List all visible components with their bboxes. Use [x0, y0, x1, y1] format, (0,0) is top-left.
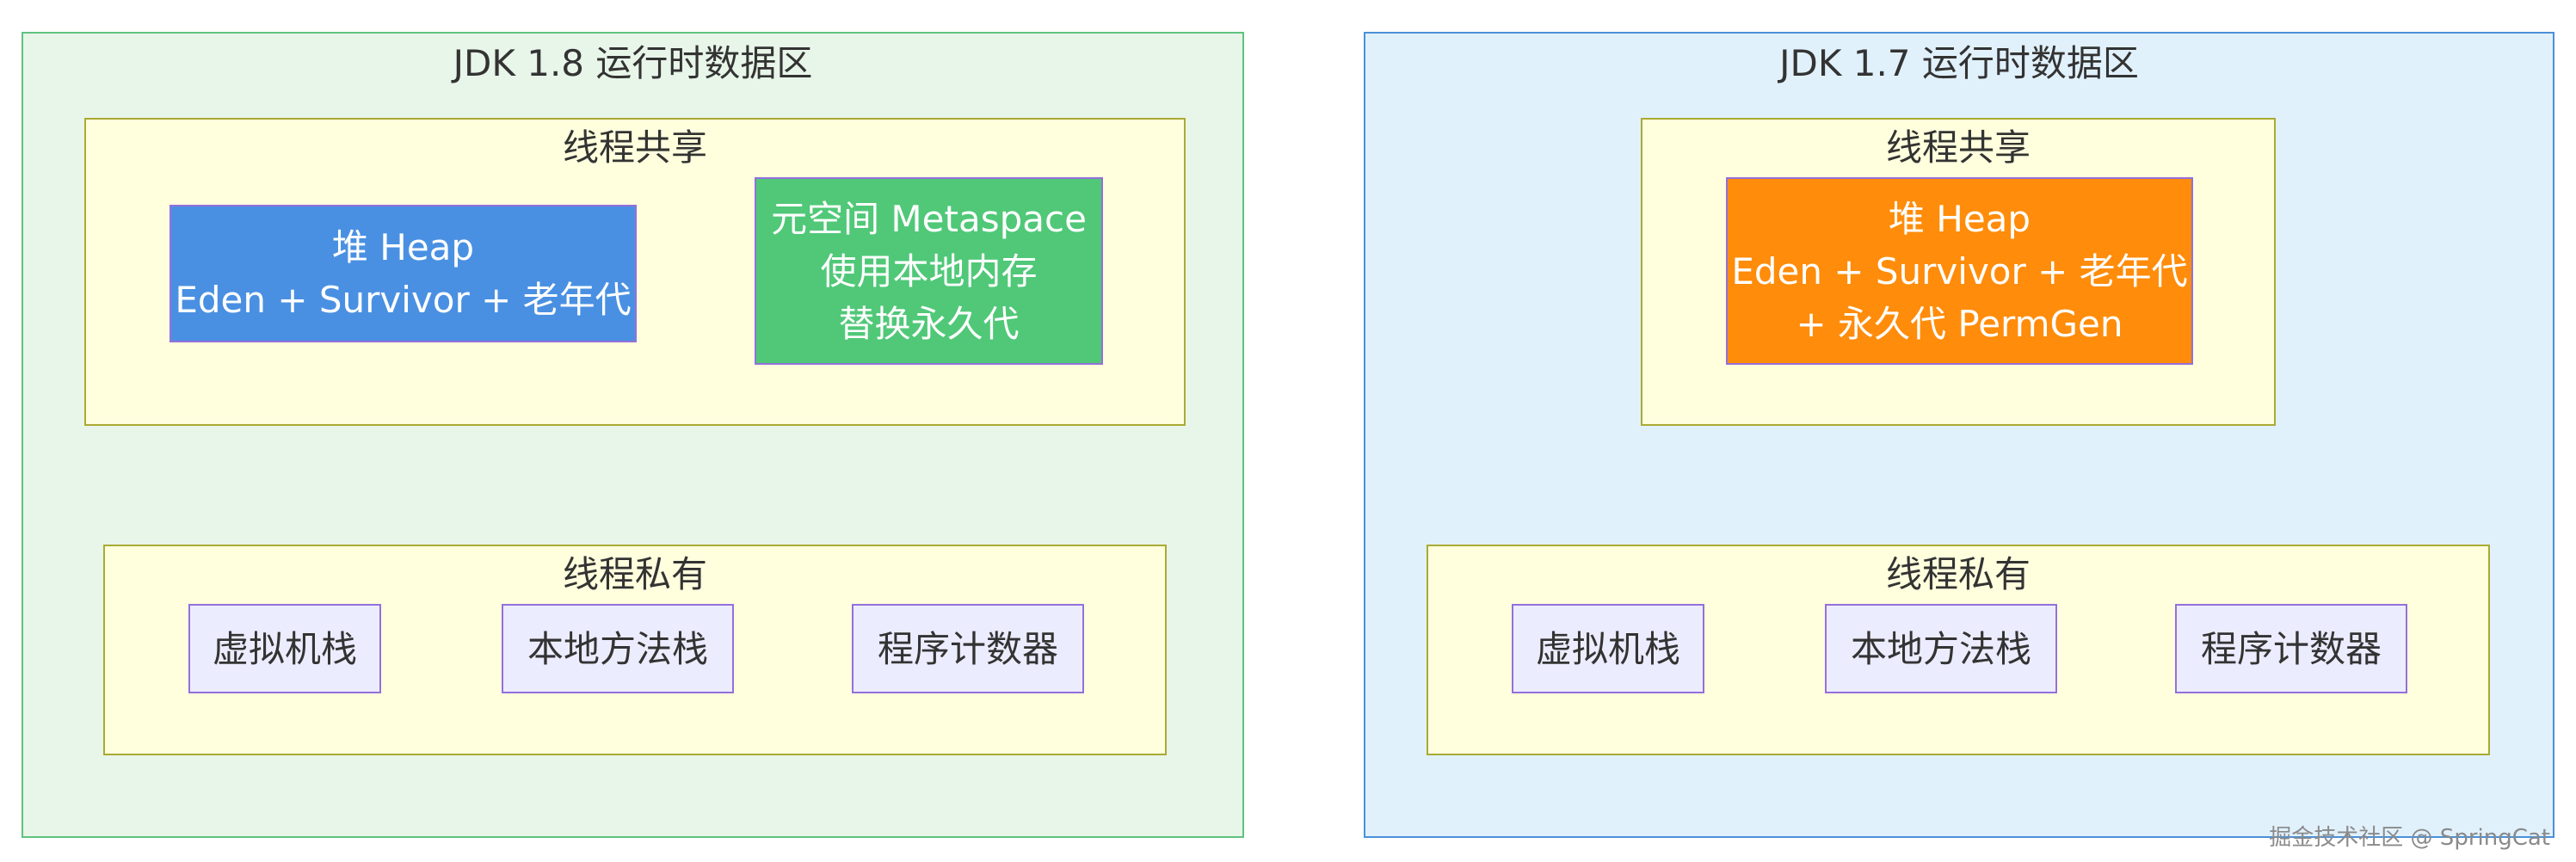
jdk17-heap-line2: Eden + Survivor + 老年代	[1731, 249, 2188, 292]
jdk17-native-method-stack-node: 本地方法栈	[1825, 604, 2057, 693]
jdk17-thread-shared-group: 线程共享 堆 Heap Eden + Survivor + 老年代 + 永久代 …	[1641, 118, 2276, 426]
jdk18-metaspace-line3: 替换永久代	[838, 302, 1020, 345]
jdk18-thread-private-title: 线程私有	[562, 553, 707, 595]
watermark: 掘金技术社区 @ SpringCat	[2269, 825, 2550, 851]
jdk18-thread-shared-title: 线程共享	[562, 126, 707, 169]
jdk17-heap-node: 堆 Heap Eden + Survivor + 老年代 + 永久代 PermG…	[1726, 177, 2193, 365]
jdk17-runtime-data-area: JDK 1.7 运行时数据区 线程共享 堆 Heap Eden + Surviv…	[1364, 32, 2554, 838]
jdk17-thread-shared-title: 线程共享	[1885, 126, 2031, 169]
jdk18-heap-line2: Eden + Survivor + 老年代	[175, 279, 632, 321]
jdk17-thread-private-group: 线程私有 虚拟机栈 本地方法栈 程序计数器	[1427, 545, 2490, 755]
jdk17-heap-line3: + 永久代 PermGen	[1796, 302, 2123, 345]
jdk18-native-method-stack-node: 本地方法栈	[502, 604, 734, 693]
jdk17-title: JDK 1.7 运行时数据区	[1779, 42, 2139, 84]
jdk17-vm-stack-node: 虚拟机栈	[1512, 604, 1704, 693]
jdk18-program-counter-node: 程序计数器	[852, 604, 1084, 693]
jdk17-program-counter-node: 程序计数器	[2175, 604, 2407, 693]
jdk18-vm-stack-node: 虚拟机栈	[188, 604, 381, 693]
jdk17-thread-private-title: 线程私有	[1885, 553, 2031, 595]
jdk17-heap-line1: 堆 Heap	[1888, 197, 2031, 240]
jdk18-metaspace-line2: 使用本地内存	[820, 249, 1038, 292]
jdk18-thread-shared-group: 线程共享 堆 Heap Eden + Survivor + 老年代 元空间 Me…	[84, 118, 1186, 426]
jdk18-runtime-data-area: JDK 1.8 运行时数据区 线程共享 堆 Heap Eden + Surviv…	[22, 32, 1244, 838]
jdk18-metaspace-node: 元空间 Metaspace 使用本地内存 替换永久代	[755, 177, 1103, 365]
jdk18-title: JDK 1.8 运行时数据区	[453, 42, 813, 84]
jdk18-heap-line1: 堆 Heap	[331, 226, 475, 268]
jdk18-metaspace-line1: 元空间 Metaspace	[771, 197, 1087, 240]
jdk18-thread-private-group: 线程私有 虚拟机栈 本地方法栈 程序计数器	[103, 545, 1167, 755]
jdk18-heap-node: 堆 Heap Eden + Survivor + 老年代	[169, 205, 637, 342]
